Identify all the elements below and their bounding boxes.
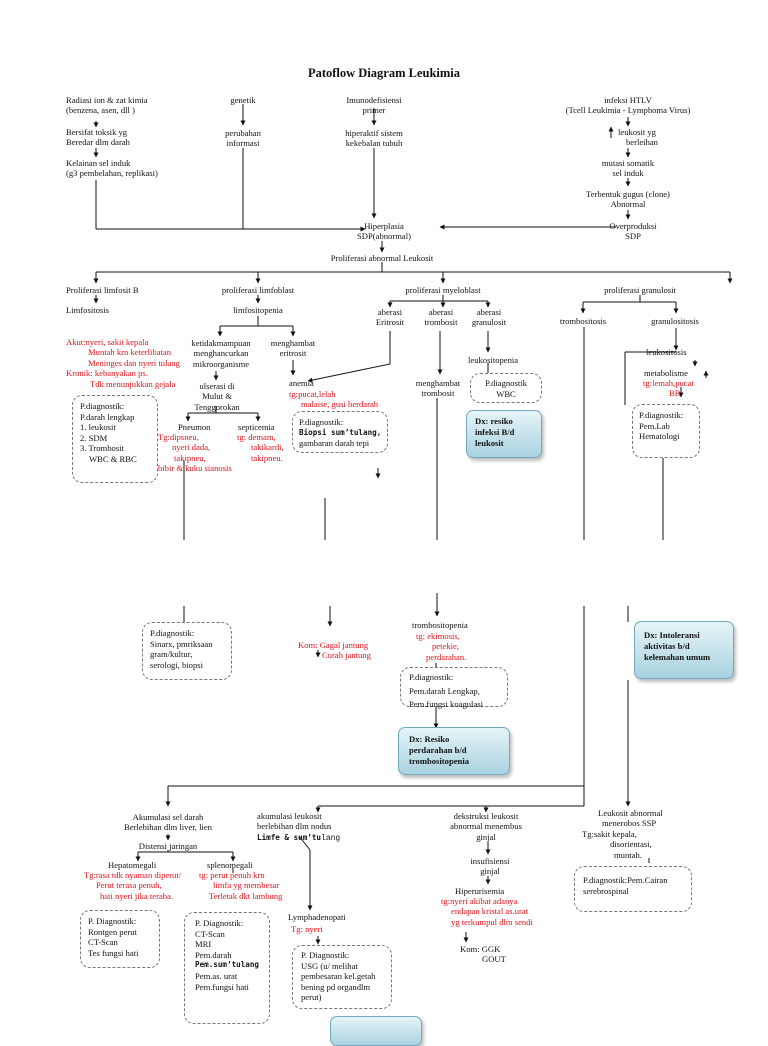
- gejala-anemia: tg:pucat,lelah malaise, gusi berdarah: [289, 389, 379, 410]
- pdiagnostik-lymphadenopati: P. Diagnostik: USG (u/ melihat pembesara…: [292, 945, 392, 1009]
- cause-radiasi: Radiasi ion & zat kimia(benzena, asen, d…: [66, 95, 148, 116]
- limfositopenia: limfositopenia: [233, 305, 283, 315]
- gejala-septicemia: tg: demam, takikardi, takipneu.: [237, 432, 284, 463]
- pdiagnostik-hepatomegali: P. Diagnostik: Rontgen perut CT-Scan Tes…: [80, 910, 160, 968]
- proliferasi-granulosit: proliferasi granulosit: [604, 285, 676, 295]
- proliferasi-limfosit-b: Proliferasi limfosit B: [66, 285, 139, 295]
- anemia: anemia: [289, 378, 314, 388]
- proliferasi-myeloblast: proliferasi myeloblast: [405, 285, 481, 295]
- cause-genetik: genetik: [230, 95, 256, 105]
- kelainan-sel-induk: Kelainan sel induk(g3 pembelahan, replik…: [66, 158, 158, 179]
- cause-infeksi-htlv: infeksi HTLV(Tcell Leukimia - Lymphoma V…: [565, 95, 691, 116]
- pdiagnostik-wbc: P.diagnostik WBC: [470, 373, 542, 403]
- pdiagnostik-septicemia: P.diagnostik: Sinarx, pmriksaan gram/kul…: [142, 622, 232, 680]
- gejala-lymphadenopati: Tg: nyeri: [291, 924, 323, 934]
- gejala-splenomegali: tg: perut penuh krn limfa yg membesar Te…: [199, 870, 283, 901]
- komplikasi-ggk-gout: Kom: GGK GOUT: [460, 944, 506, 965]
- granulositosis: granulositosis: [651, 316, 699, 326]
- pdiagnostik-limfosit-b: P.diagnostik: P.darah lengkap 1. leukosi…: [72, 395, 158, 483]
- hepatomegali: Hepatomegali: [108, 860, 157, 870]
- proliferasi-limfoblast: proliferasi limfoblast: [221, 285, 295, 295]
- distensi-jaringan: Distensi jaringan: [138, 841, 198, 851]
- pdiagnostik-granulosit: P.diagnostik: Pem.Lab Hematologi: [632, 404, 700, 458]
- gejala-akut-kronik: Akut:nyeri, sakit kepala Muntah krn kete…: [66, 337, 180, 389]
- patoflow-diagram: Patoflow Diagram Leukimia Radiasi ion & …: [66, 66, 734, 1046]
- leukositosis: leukositosis: [646, 347, 687, 357]
- dx-intoleransi-aktivitas: Dx: Intoleransi aktivitas b/d kelemahan …: [634, 621, 734, 679]
- pdiagnostik-splenomegali: P. Diagnostik: CT-Scan MRI Pem.darah Pem…: [184, 912, 270, 1024]
- leukositopenia: leukositopenia: [468, 355, 519, 365]
- septicemia: septicemia: [238, 422, 275, 432]
- hiperurisemia: Hiperurisemia: [455, 886, 505, 896]
- gejala-pneumon: Tg:dipsneu, nyeri dada, takipneu, bibir …: [158, 432, 232, 474]
- akumulasi-leukosit-nodus: akumulasi leukosit berlebihan dlm nodus …: [257, 811, 341, 843]
- dx-resiko-perdarahan: Dx: Resiko perdarahan b/d trombositopeni…: [398, 727, 510, 775]
- leukosit-menerobos-ssp: Leukosit abnormal menerobos SSP Tg:sakit…: [582, 808, 663, 860]
- gejala-trombositopenia: tg: ekimosis, petekie, perdarahan.: [416, 631, 467, 662]
- connector-lines: [92, 104, 733, 945]
- lymphadenopati: Lymphadenopati: [288, 912, 346, 922]
- komplikasi-gagal-jantung: Kom: Gagal jantung Curah jantung: [298, 640, 371, 661]
- dx-box-partial: [330, 1016, 422, 1046]
- limfositosis: Limfositosis: [66, 305, 109, 315]
- trombositopenia: trombositopenia: [412, 620, 468, 630]
- proliferasi-abnormal: Proliferasi abnormal Leukosit: [330, 253, 434, 263]
- gugus-clone: Terbentuk gugus (clone)Abnormal: [586, 189, 670, 210]
- pneumon: Pneumon: [178, 422, 211, 432]
- gejala-hepatomegali: Tg:rasa tdk nyaman diperut/ Perut terasa…: [84, 870, 182, 901]
- pdiagnostik-trombositopenia: P.diagnostik: Pem.darah Lengkap, Pem.fun…: [400, 667, 508, 709]
- pdiagnostik-ssp: P.diagnostik:Pem.Cairan serebrospinal: [574, 866, 692, 912]
- page-title: Patoflow Diagram Leukimia: [307, 66, 461, 80]
- splenomegali: splenomegali: [207, 860, 253, 870]
- pdiagnostik-anemia: P.diagnostik: Biopsi sum’tulang, gambara…: [292, 411, 388, 453]
- dx-resiko-infeksi: Dx: resiko infeksi B/d leukosit: [466, 410, 542, 458]
- metabolisme: metabolisme: [644, 368, 688, 378]
- gejala-hiperurisemia: tg:nyeri akibat adanya endapan kristal a…: [441, 896, 533, 927]
- gejala-metabolisme: tg:lemah,pucat BB: [643, 378, 694, 399]
- trombositosis: trombositosis: [559, 316, 607, 326]
